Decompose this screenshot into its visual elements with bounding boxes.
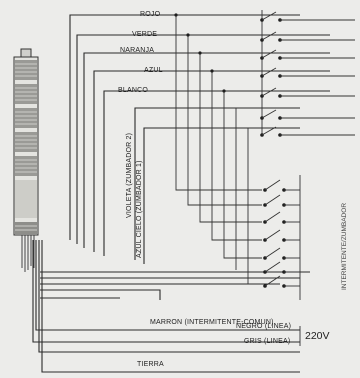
label-naranja: NARANJA bbox=[120, 47, 154, 54]
label-verde: VERDE bbox=[132, 31, 157, 38]
tower-module-5 bbox=[15, 156, 37, 176]
tower-base bbox=[15, 222, 37, 234]
signal-tower bbox=[13, 48, 39, 236]
lower-switch-5 bbox=[263, 247, 300, 260]
wire-taps bbox=[174, 13, 262, 284]
lower-switch-2 bbox=[263, 194, 300, 207]
switch-blanco bbox=[260, 87, 355, 98]
label-negro: NEGRO (LINEA) bbox=[236, 323, 291, 330]
power-lines bbox=[32, 240, 301, 373]
switch-azul bbox=[260, 67, 355, 78]
lower-switch-6 bbox=[263, 261, 300, 274]
switch-extra bbox=[260, 109, 355, 120]
tower-module-4 bbox=[15, 132, 37, 152]
label-azul-cielo: AZUL CIELO (ZUMBADOR 1) bbox=[136, 160, 143, 258]
lower-switch-4 bbox=[263, 229, 300, 242]
label-blanco: BLANCO bbox=[118, 87, 148, 94]
label-violeta: VIOLETA (ZUMBADOR 2) bbox=[126, 133, 133, 218]
upper-switch-bank bbox=[260, 10, 355, 137]
label-voltage: 220V bbox=[305, 330, 330, 342]
tower-module-3 bbox=[15, 108, 37, 128]
lower-switch-7 bbox=[263, 275, 300, 288]
label-gris: GRIS (LINEA) bbox=[244, 338, 290, 345]
label-tierra: TIERRA bbox=[137, 361, 164, 368]
switch-extra-2 bbox=[260, 126, 355, 137]
switch-verde bbox=[260, 31, 355, 42]
lower-switch-3 bbox=[263, 211, 300, 224]
tower-cable bbox=[21, 235, 35, 272]
switch-naranja bbox=[260, 49, 355, 60]
label-marron: MARRON (INTERMITENTE-COMUN) bbox=[150, 319, 274, 326]
tower-module-2 bbox=[15, 84, 37, 104]
tower-module-1 bbox=[15, 60, 37, 80]
label-azul: AZUL bbox=[144, 67, 163, 74]
side-note: INTERMITENTE/ZUMBADOR bbox=[341, 203, 348, 290]
label-rojo: ROJO bbox=[140, 11, 161, 18]
switch-rojo bbox=[260, 11, 355, 22]
lower-switch-bank bbox=[263, 175, 301, 300]
wire-harness bbox=[40, 14, 330, 300]
lower-switch-1 bbox=[263, 179, 300, 192]
